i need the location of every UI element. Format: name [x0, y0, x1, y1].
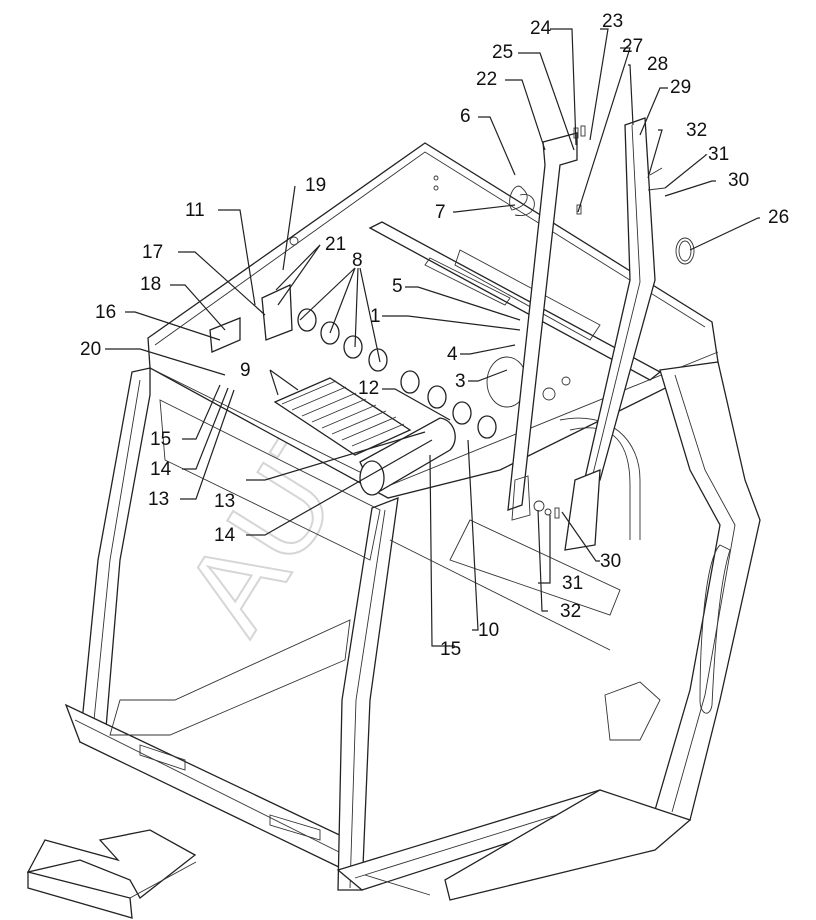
callout-13-left: 13	[148, 489, 169, 510]
callout-30-upper: 30	[728, 170, 749, 191]
callout-32-upper: 32	[686, 120, 707, 141]
roof-components	[209, 175, 662, 496]
masts	[507, 117, 695, 551]
callout-32-lower: 32	[560, 601, 581, 622]
callout-29: 29	[670, 77, 691, 98]
callout-13-center: 13	[214, 491, 235, 512]
cab-frame	[64, 142, 761, 901]
callout-6: 6	[460, 106, 471, 127]
callout-30-lower: 30	[600, 551, 621, 572]
callout-15-lower: 15	[440, 639, 461, 660]
callout-23: 23	[602, 11, 623, 32]
callout-14-left: 14	[150, 459, 172, 480]
callout-20: 20	[80, 339, 101, 360]
callout-5: 5	[392, 276, 403, 297]
callout-11: 11	[185, 200, 205, 221]
callout-24: 24	[530, 18, 552, 39]
callout-7: 7	[435, 202, 446, 223]
callout-19: 19	[305, 175, 326, 196]
callout-17: 17	[142, 242, 163, 263]
callout-27: 27	[622, 36, 643, 57]
direction-arrow	[26, 829, 197, 919]
callout-3: 3	[455, 371, 466, 392]
callout-14-center: 14	[214, 525, 236, 546]
callout-31-upper: 31	[708, 144, 729, 165]
callout-25: 25	[492, 42, 513, 63]
callout-16: 16	[95, 302, 116, 323]
callout-9: 9	[240, 360, 251, 381]
callout-12: 12	[358, 378, 379, 399]
callout-18: 18	[140, 274, 161, 295]
callout-31-lower: 31	[562, 573, 583, 594]
callout-15-left: 15	[150, 429, 171, 450]
callout-10: 10	[478, 620, 499, 641]
callout-26: 26	[768, 207, 789, 228]
callout-1: 1	[370, 306, 381, 327]
round-knobs	[297, 308, 497, 439]
callout-28: 28	[647, 54, 668, 75]
callout-21: 21	[325, 234, 346, 255]
callout-4: 4	[447, 344, 458, 365]
callout-labels: 24 23 25 27 22 28 29 6 32 31 30 19 7 11 …	[80, 11, 789, 660]
callout-8: 8	[352, 250, 363, 271]
callout-22: 22	[476, 69, 497, 90]
leader-lines	[105, 28, 760, 647]
